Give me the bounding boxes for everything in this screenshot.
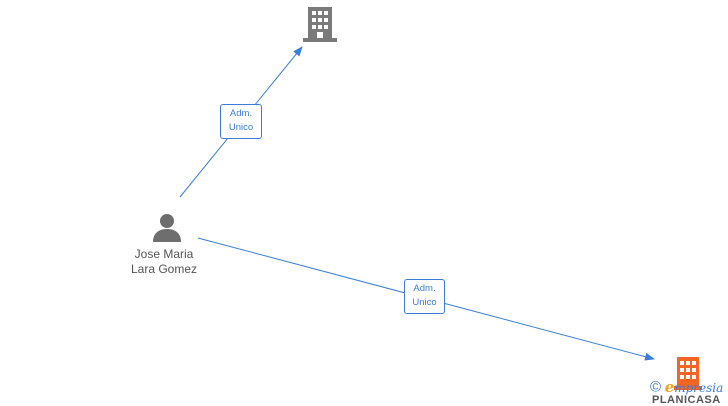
person-icon [153, 214, 181, 242]
building-icon [674, 357, 702, 390]
watermark-brand-e: e [664, 378, 675, 396]
empresia-watermark: © empresia [650, 378, 723, 400]
copyright-symbol: © [650, 378, 662, 396]
watermark-brand: empresia [664, 378, 724, 396]
edge-label-1-line2: Unico [228, 122, 254, 133]
person-name[interactable]: Jose Maria Lara Gomez [114, 247, 214, 277]
building-icon [303, 7, 337, 42]
company-node-1[interactable] [303, 6, 337, 42]
edge-label-1-line1: Adm. [229, 108, 253, 119]
watermark-brand-rest: mpresia [674, 381, 724, 395]
company-node-2[interactable] [674, 356, 702, 390]
edge-label-2-line2: Unico [412, 297, 437, 308]
edge-label-2-line1: Adm. [413, 283, 436, 294]
edge-label-1[interactable]: Adm. Unico [220, 104, 262, 139]
edge-label-2[interactable]: Adm. Unico [404, 279, 445, 314]
person-node[interactable] [152, 212, 182, 242]
person-name-line2: Lara Gomez [130, 262, 198, 276]
person-name-line1: Jose Maria [134, 247, 194, 261]
